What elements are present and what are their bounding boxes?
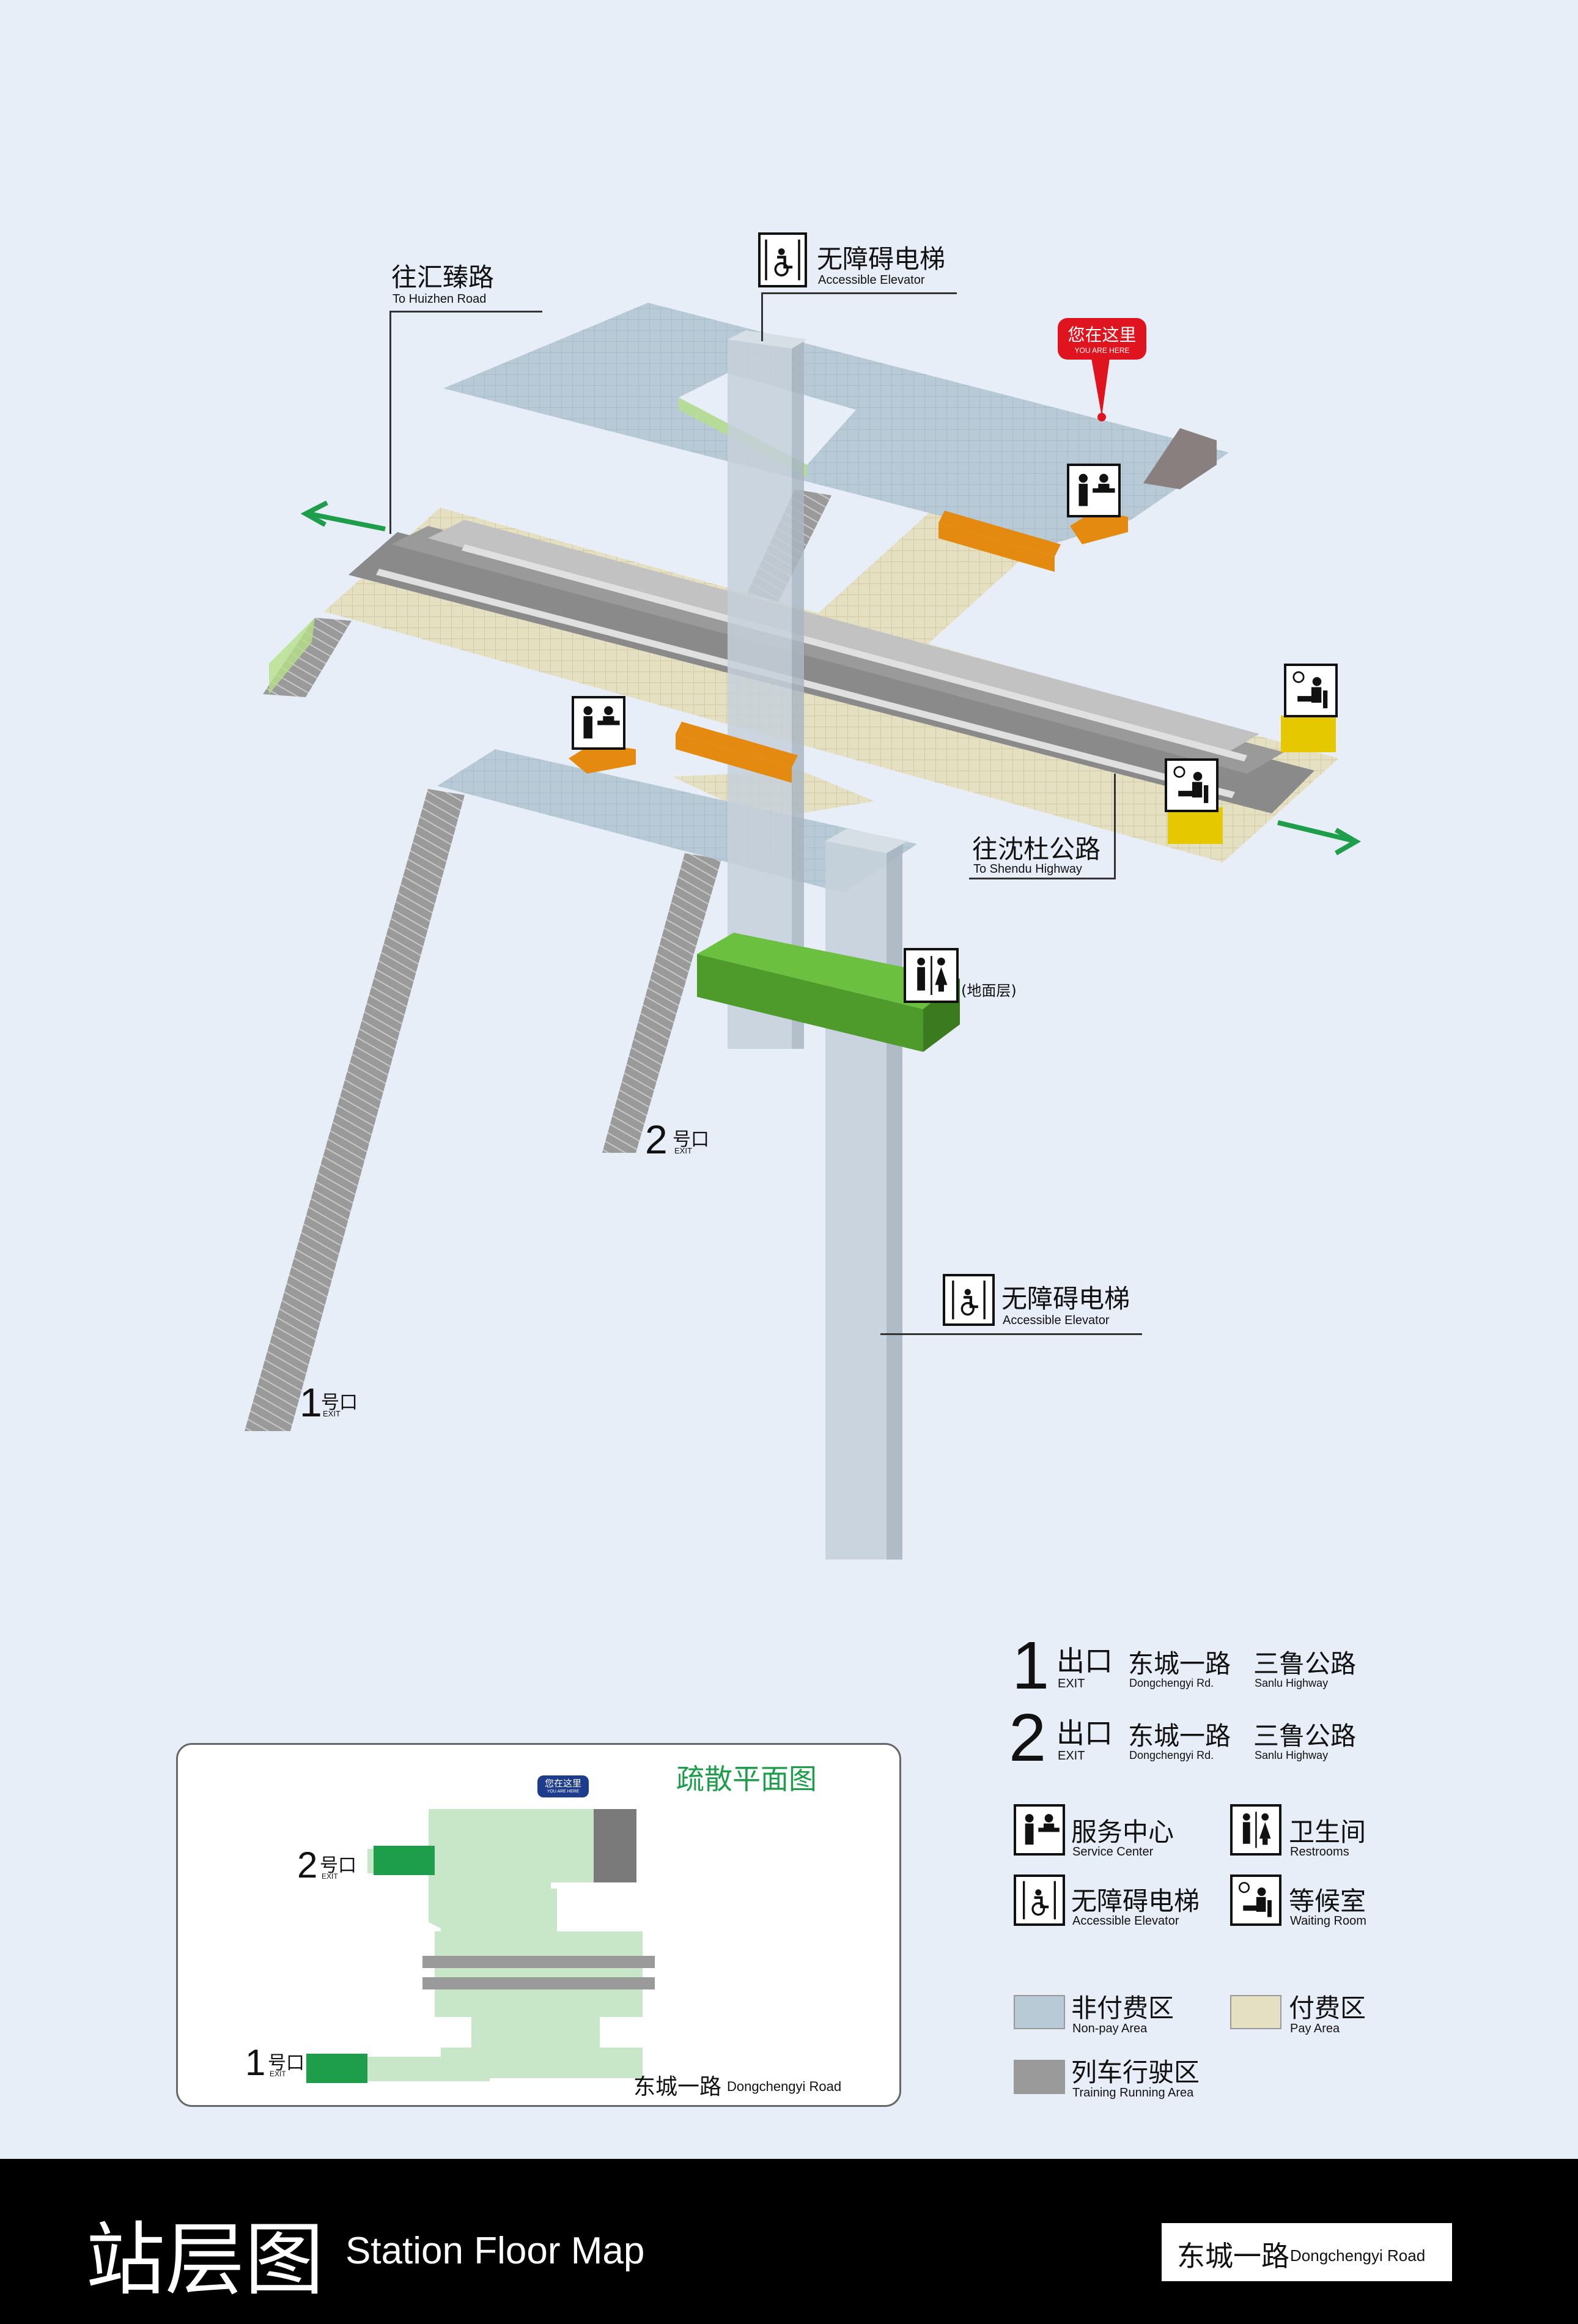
exit-legend-2-en: EXIT [1058, 1749, 1085, 1763]
inset-exit2-num: 2 [297, 1845, 318, 1885]
exit-legend-1-road1-cn: 东城一路 [1128, 1649, 1231, 1679]
elevator-label-upper-en: Accessible Elevator [818, 273, 925, 287]
facility-elevator-en: Accessible Elevator [1072, 1914, 1179, 1928]
to-shendu-label-en: To Shendu Highway [973, 862, 1082, 876]
waiting-room-icon-right [1284, 664, 1338, 717]
facility-restroom-en: Restrooms [1290, 1845, 1349, 1859]
track-swatch [1014, 2060, 1065, 2094]
inset-exit1-cn: 号口 [268, 2052, 304, 2074]
exit-legend-1-en: EXIT [1058, 1677, 1085, 1690]
evacuation-plan-inset: 疏散平面图 您在这里 YOU ARE HERE 2 号口 EXIT 1 号口 E… [176, 1743, 901, 2107]
inset-road-cn: 东城一路 [633, 2074, 722, 2100]
fare-gates-lower [676, 722, 798, 783]
service-counter-upper [1070, 511, 1128, 544]
track-area [348, 532, 1314, 813]
waiting-room-center [1168, 807, 1223, 844]
arrow-to-shendu [1277, 820, 1362, 856]
to-huizhen-label-en: To Huizhen Road [393, 292, 487, 306]
facility-waiting-cn: 等候室 [1289, 1886, 1366, 1916]
exit-legend-1-road2-cn: 三鲁公路 [1253, 1649, 1357, 1679]
exit-legend-2-road2-en: Sanlu Highway [1255, 1749, 1329, 1761]
exit-legend-2-cn: 出口 [1056, 1717, 1113, 1750]
pay-swatch [1230, 1995, 1281, 2029]
elevator-shaft-lower [825, 841, 887, 1560]
facility-service-cn: 服务中心 [1071, 1817, 1174, 1847]
area-track-cn: 列车行驶区 [1071, 2057, 1200, 2087]
footer-bar: 站层图 Station Floor Map 东城一路 Dongchengyi R… [0, 2159, 1578, 2324]
arrow-to-huizhen [300, 500, 386, 531]
exit1-label-en: EXIT [323, 1409, 341, 1418]
footer-title-en: Station Floor Map [345, 2230, 645, 2272]
exit2-label-cn: 号口 [673, 1129, 709, 1150]
service-center-icon-upper [1067, 464, 1121, 517]
fare-gates-upper [938, 511, 1061, 572]
ground-level-label: (地面层) [961, 982, 1017, 999]
exit1-stairway [245, 789, 465, 1431]
area-nonpay-en: Non-pay Area [1072, 2022, 1148, 2035]
exit2-stairway [602, 853, 721, 1153]
inset-road-en: Dongchengyi Road [727, 2079, 842, 2094]
exit-legend-2-road1-en: Dongchengyi Rd. [1129, 1749, 1214, 1761]
facility-restroom-cn: 卫生间 [1289, 1817, 1366, 1847]
facility-service-en: Service Center [1072, 1845, 1154, 1859]
area-pay-cn: 付费区 [1289, 1993, 1366, 2023]
inset-exit1-num: 1 [245, 2042, 266, 2083]
to-shendu-label: 往沈杜公路 [972, 834, 1101, 864]
inset-exit1-sign [306, 2054, 367, 2083]
exit-legend-2-num: 2 [1009, 1700, 1047, 1775]
restroom-icon [904, 948, 959, 1003]
elevator-label-lower-en: Accessible Elevator [1003, 1314, 1110, 1327]
exit2-label-num: 2 [645, 1117, 668, 1162]
area-pay-en: Pay Area [1290, 2022, 1340, 2035]
service-center-icon [1014, 1804, 1065, 1856]
inset-exit2-cn: 号口 [320, 1855, 356, 1876]
inset-exit2-sign [374, 1846, 435, 1875]
facility-elevator-cn: 无障碍电梯 [1071, 1886, 1200, 1916]
facility-waiting-en: Waiting Room [1290, 1914, 1366, 1928]
area-track-en: Training Running Area [1072, 2086, 1194, 2100]
service-counter-lower [569, 743, 636, 774]
waiting-room-icon-legend [1230, 1874, 1281, 1926]
non-pay-swatch [1014, 1995, 1065, 2029]
exit-legend-1-road2-en: Sanlu Highway [1255, 1677, 1329, 1689]
exit-legend-1-cn: 出口 [1056, 1645, 1113, 1678]
service-center-icon-lower [572, 696, 625, 750]
restroom-block [697, 933, 960, 1009]
area-nonpay-cn: 非付费区 [1071, 1993, 1174, 2023]
to-huizhen-label: 往汇臻路 [391, 262, 495, 292]
station-name-en: Dongchengyi Road [1290, 2246, 1426, 2265]
station-name-cn: 东城一路 [1177, 2240, 1289, 2273]
inset-floor-plan [367, 1809, 655, 2081]
waiting-room-icon-center [1165, 758, 1219, 812]
exit1-label-cn: 号口 [321, 1392, 358, 1413]
footer-title-cn: 站层图 [86, 2213, 325, 2306]
accessible-elevator-icon-legend [1014, 1874, 1065, 1926]
station-name-plate: 东城一路 Dongchengyi Road [1162, 2223, 1452, 2281]
exit-legend-2-road1-cn: 东城一路 [1128, 1721, 1231, 1751]
exit1-label-num: 1 [300, 1380, 322, 1425]
accessible-elevator-icon-lower [943, 1274, 995, 1326]
waiting-room-right [1281, 716, 1336, 752]
accessible-elevator-icon [758, 232, 807, 287]
exit-legend-2-road2-cn: 三鲁公路 [1253, 1721, 1357, 1751]
inset-you-are-here: 您在这里 YOU ARE HERE [537, 1775, 589, 1797]
inset-exit1-en: EXIT [270, 2070, 286, 2078]
exit-legend-1-num: 1 [1012, 1628, 1050, 1703]
inset-title: 疏散平面图 [676, 1763, 817, 1796]
exit-legend-1-road1-en: Dongchengyi Rd. [1129, 1677, 1214, 1689]
elevator-label-lower: 无障碍电梯 [1001, 1284, 1130, 1314]
inset-exit2-en: EXIT [322, 1872, 338, 1881]
left-stairway [263, 618, 352, 697]
restroom-icon-legend [1230, 1804, 1281, 1856]
elevator-label-upper: 无障碍电梯 [817, 244, 946, 274]
you-are-here-pin: 您在这里 YOU ARE HERE [1058, 318, 1146, 360]
exit2-label-en: EXIT [674, 1146, 692, 1155]
elevator-shaft-upper [728, 339, 792, 1049]
